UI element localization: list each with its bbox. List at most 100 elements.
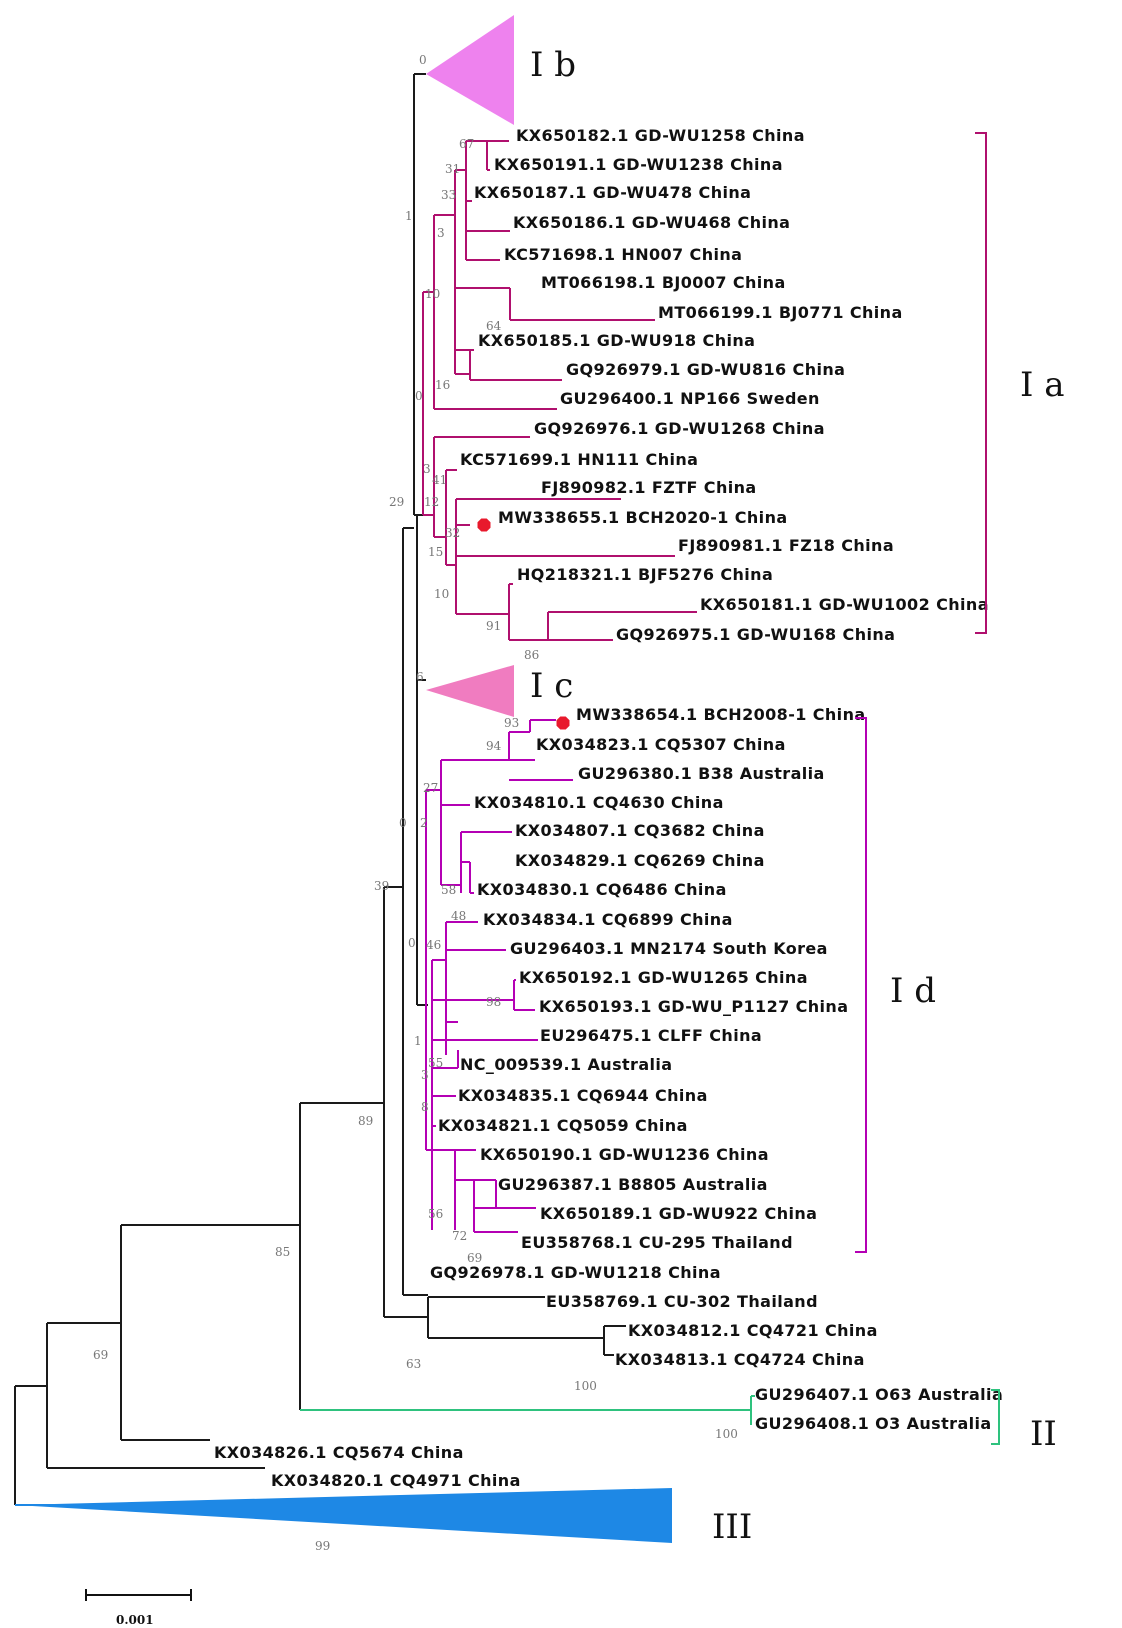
support-value: 3: [437, 226, 445, 240]
support-value: 99: [315, 1539, 330, 1553]
taxon-label: KX650186.1 GD-WU468 China: [513, 213, 790, 232]
support-value: 31: [445, 162, 460, 176]
taxon-label: KX650181.1 GD-WU1002 China: [700, 595, 989, 614]
clade-II-label: II: [1030, 1414, 1057, 1454]
support-value: 69: [93, 1348, 108, 1362]
support-value: 64: [486, 319, 502, 333]
clade-Id-bracket: [855, 717, 867, 1253]
taxon-label: EU358769.1 CU-302 Thailand: [546, 1292, 818, 1311]
taxon-label: MW338655.1 BCH2020-1 China: [498, 508, 788, 527]
clade-Ib-label: I b: [530, 45, 576, 85]
taxon-label: KX650185.1 GD-WU918 China: [478, 331, 755, 350]
clade-Ia-bracket: [975, 132, 987, 634]
support-value: 93: [504, 716, 519, 730]
branch-3: [383, 886, 428, 1318]
taxon-label: KX034823.1 CQ5307 China: [536, 735, 786, 754]
clade-Ic-label: I c: [530, 666, 573, 706]
clade-Ic-triangle: [426, 665, 514, 717]
support-value: 98: [486, 995, 501, 1009]
branch-15: [469, 350, 562, 381]
taxon-label: KX034835.1 CQ6944 China: [458, 1086, 708, 1105]
branch-26: [460, 831, 512, 894]
taxon-label: KX034821.1 CQ5059 China: [438, 1116, 688, 1135]
support-value: 100: [715, 1427, 738, 1441]
branch-21: [547, 611, 697, 641]
support-value: 32: [445, 526, 460, 540]
support-value: 72: [452, 1229, 467, 1243]
taxon-label: GU296403.1 MN2174 South Korea: [510, 939, 828, 958]
support-value: 33: [441, 188, 456, 202]
support-value: 86: [524, 648, 539, 662]
clade-Ia-label: I a: [1020, 365, 1065, 405]
support-value: 8: [421, 1100, 429, 1114]
clade-III-triangle: [15, 1488, 672, 1543]
taxon-label: KX034810.1 CQ4630 China: [474, 793, 724, 812]
taxon-label: HQ218321.1 BJF5276 China: [517, 565, 773, 584]
taxon-label: KX034830.1 CQ6486 China: [477, 880, 727, 899]
scale-bar-label: 0.001: [116, 1613, 154, 1627]
taxon-label: EU296475.1 CLFF China: [540, 1026, 762, 1045]
taxon-label: KX034812.1 CQ4721 China: [628, 1321, 878, 1340]
support-value: 15: [428, 545, 443, 559]
support-value: 0: [408, 936, 416, 950]
marker-MW338655-octagon: [477, 518, 491, 532]
taxon-label: GQ926978.1 GD-WU1218 China: [430, 1263, 721, 1282]
clade-Ib-triangle: [426, 15, 514, 125]
taxon-label: KX034807.1 CQ3682 China: [515, 821, 765, 840]
branch-32: [431, 1149, 496, 1230]
support-value: 85: [275, 1245, 290, 1259]
support-value: 46: [426, 938, 441, 952]
branch-1: [120, 1224, 300, 1441]
support-value: 94: [486, 739, 502, 753]
marker-MW338654-octagon: [556, 716, 570, 730]
branch-0: [14, 1322, 265, 1505]
branch-19: [508, 583, 548, 641]
taxon-label: KX650193.1 GD-WU_P1127 China: [539, 997, 848, 1016]
taxon-label: KX650189.1 GD-WU922 China: [540, 1204, 817, 1223]
branch-28: [445, 921, 506, 1055]
support-value: 91: [486, 619, 501, 633]
support-value: 10: [425, 287, 440, 301]
branch-13: [465, 231, 500, 261]
support-value: 67: [459, 137, 474, 151]
taxon-label: KC571698.1 HN007 China: [504, 245, 742, 264]
taxon-label: GU296387.1 B8805 Australia: [498, 1175, 768, 1194]
support-value: 3: [423, 462, 431, 476]
taxon-label: GU296400.1 NP166 Sweden: [560, 389, 820, 408]
support-value: 56: [428, 1207, 443, 1221]
collapsed-clades: [15, 15, 672, 1543]
taxon-label: KC571699.1 HN111 China: [460, 450, 698, 469]
taxon-label: GQ926979.1 GD-WU816 China: [566, 360, 845, 379]
highlight-markers: [477, 518, 570, 730]
taxon-label: KX650190.1 GD-WU1236 China: [480, 1145, 769, 1164]
support-value: 39: [374, 879, 389, 893]
support-value: 16: [435, 378, 450, 392]
branch-20: [456, 524, 675, 557]
branch-24: [508, 719, 573, 781]
support-value: 0: [415, 389, 423, 403]
branch-11: [465, 140, 510, 232]
branch-34: [300, 1395, 755, 1425]
taxon-label: KX650182.1 GD-WU1258 China: [516, 126, 805, 145]
scale-bar-line: [85, 1589, 192, 1601]
taxon-label: GU296407.1 O63 Australia: [755, 1385, 1003, 1404]
branch-16: [433, 436, 530, 538]
branch-12: [486, 140, 509, 171]
taxon-label: MT066199.1 BJ0771 China: [658, 303, 903, 322]
support-value: 2: [420, 816, 428, 830]
support-value: 48: [451, 909, 466, 923]
branch-14: [454, 253, 655, 351]
support-value: 0: [419, 53, 427, 67]
taxon-label: KX650192.1 GD-WU1265 China: [519, 968, 808, 987]
support-value: 55: [428, 1056, 443, 1070]
branch-31: [432, 1095, 456, 1127]
taxon-label: KX650187.1 GD-WU478 China: [474, 183, 751, 202]
branch-4: [427, 1296, 626, 1356]
taxon-label: GU296408.1 O3 Australia: [755, 1414, 992, 1433]
support-value: 1: [405, 209, 413, 223]
clade-II-bracket: [991, 1389, 1000, 1445]
taxon-label: FJ890981.1 FZ18 China: [678, 536, 894, 555]
taxon-label: EU358768.1 CU-295 Thailand: [521, 1233, 793, 1252]
branch-9: [433, 214, 557, 410]
taxon-label: KX034813.1 CQ4724 China: [615, 1350, 865, 1369]
